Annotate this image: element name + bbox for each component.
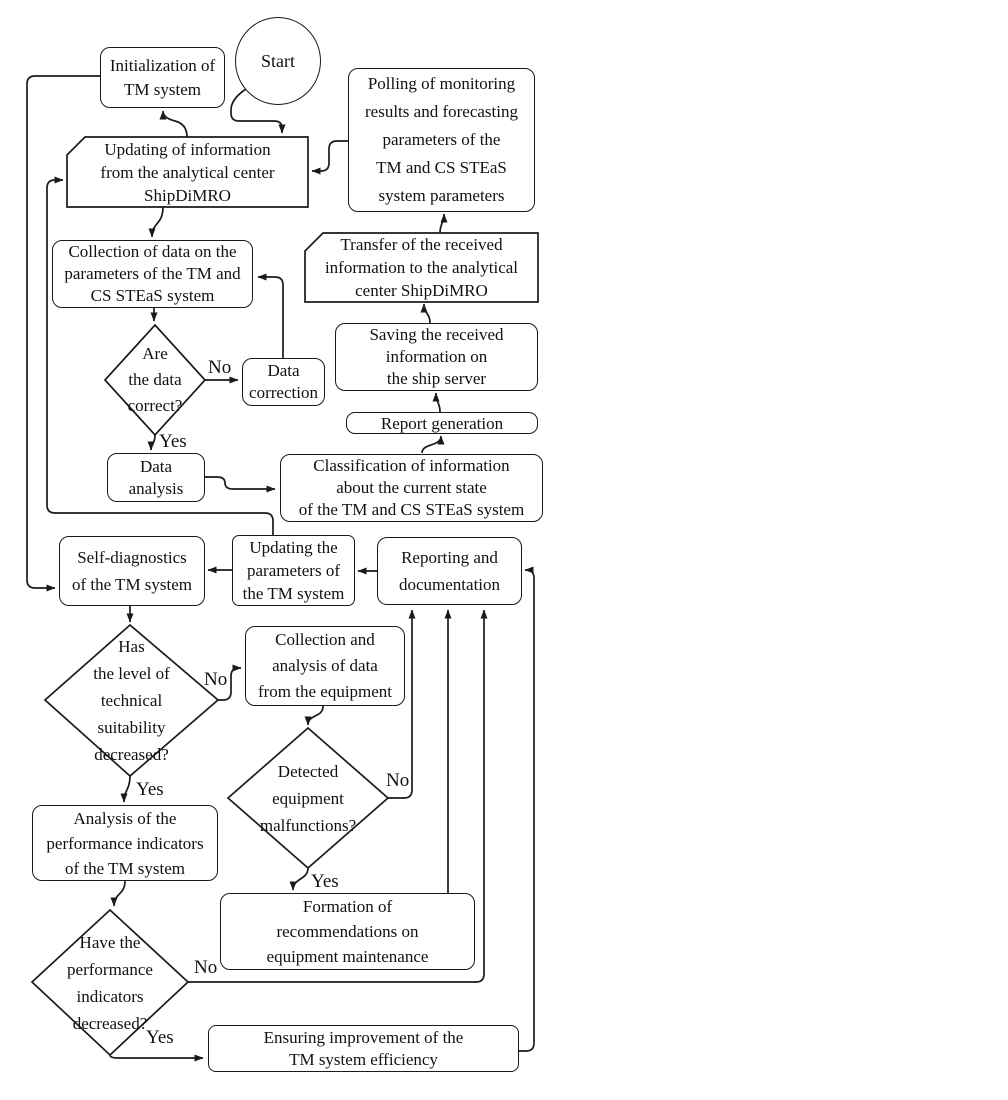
node-updating-info-shape (66, 136, 309, 208)
label-has-level-yes: Yes (136, 779, 164, 800)
node-collection-analysis: Collection and analysis of data from the… (245, 626, 405, 706)
edge-updating-to-init (159, 110, 188, 138)
edge-correct-yes (147, 434, 156, 451)
edge-haveperf-yes (109, 1054, 204, 1062)
node-classification: Classification of information about the … (280, 454, 543, 522)
decision-detected: Detected equipment malfunctions? (259, 761, 357, 835)
edge-saving-to-transfer (420, 303, 431, 324)
edge-transfer-to-polling (439, 213, 448, 234)
edge-updparams-loop-to-updating (46, 176, 274, 535)
edge-start-to-updating (230, 88, 286, 134)
node-formation: Formation of recommendations on equipmen… (220, 893, 475, 970)
edge-detected-yes (289, 867, 309, 891)
edge-classification-to-reportgen (421, 435, 445, 454)
node-analysis-perf: Analysis of the performance indicators o… (32, 805, 218, 881)
label-detected-no: No (386, 770, 410, 791)
edge-haslevel-yes (120, 775, 131, 803)
edge-haveperf-no-loop (188, 609, 488, 983)
edge-reportgen-to-saving (432, 392, 441, 413)
edge-collana-to-detected (304, 705, 324, 726)
edge-haslevel-no (218, 664, 242, 701)
node-data-correction: Data correction (242, 358, 325, 406)
node-self-diagnostics: Self-diagnostics of the TM system (59, 536, 205, 606)
node-transfer-shape (304, 232, 539, 303)
node-reporting: Reporting and documentation (377, 537, 522, 605)
edge-updating-to-collection (148, 206, 164, 238)
node-ensuring: Ensuring improvement of the TM system ef… (208, 1025, 519, 1072)
node-collection-data: Collection of data on the parameters of … (52, 240, 253, 308)
decision-are-data-correct: Are the data correct? (127, 344, 183, 415)
node-updating-params: Updating the parameters of the TM system (232, 535, 355, 606)
node-initialization: Initialization of TM system (100, 47, 225, 108)
edge-ensuring-to-reporting (519, 566, 535, 1052)
edge-detected-no-loop (388, 609, 416, 799)
decision-have-perf: Have the performance indicators decrease… (67, 932, 153, 1033)
label-detected-yes: Yes (311, 871, 339, 892)
label-has-level-no: No (204, 669, 228, 690)
label-have-perf-no: No (194, 957, 218, 978)
edge-init-loop-to-selfdiag (26, 75, 100, 592)
node-saving: Saving the received information on the s… (335, 323, 538, 391)
edge-polling-to-updating (311, 140, 348, 175)
node-data-analysis: Data analysis (107, 453, 205, 502)
node-transfer: Transfer of the received information to … (324, 235, 519, 300)
node-updating-info: Updating of information from the analyti… (100, 139, 275, 205)
decision-has-level: Has the level of technical suitability d… (93, 637, 170, 764)
node-report-generation: Report generation (346, 412, 538, 434)
edge-correction-to-collection (257, 273, 284, 358)
label-have-perf-yes: Yes (146, 1027, 174, 1048)
node-polling: Polling of monitoring results and foreca… (348, 68, 535, 212)
label-data-correct-no: No (208, 357, 232, 378)
edge-analysis-to-classification (205, 476, 276, 493)
label-data-correct-yes: Yes (159, 431, 187, 452)
node-start: Start (235, 17, 321, 105)
edge-analysisperf-to-haveperf (110, 880, 126, 907)
